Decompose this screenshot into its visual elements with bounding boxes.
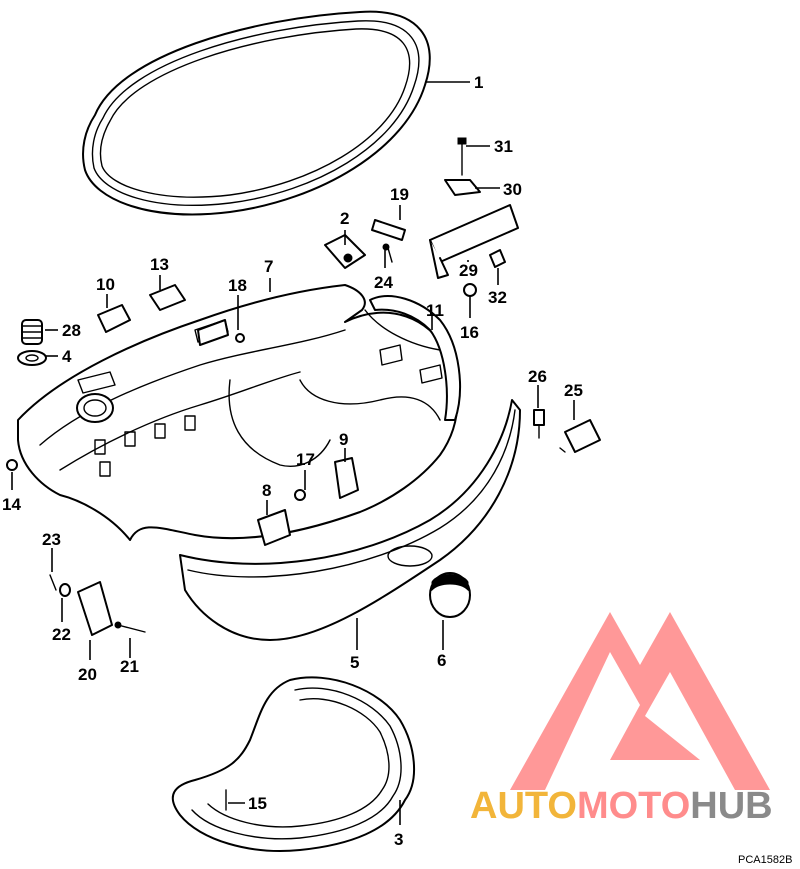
callout-14: 14 bbox=[2, 495, 21, 514]
callout-6: 6 bbox=[437, 651, 446, 670]
callout-31: 31 bbox=[494, 137, 513, 156]
callout-9: 9 bbox=[339, 430, 348, 449]
part-screw-14 bbox=[6, 459, 18, 471]
callout-4: 4 bbox=[62, 347, 72, 366]
watermark-text: AUTOMOTOHUB bbox=[470, 785, 773, 827]
callout-19: 19 bbox=[390, 185, 409, 204]
callout-3: 3 bbox=[394, 830, 403, 849]
watermark-logo bbox=[510, 612, 770, 790]
callout-17: 17 bbox=[296, 450, 315, 469]
watermark-brand-auto: AUTO bbox=[470, 785, 577, 827]
part-hinge-pin bbox=[371, 219, 406, 263]
callout-28: 28 bbox=[62, 321, 81, 340]
part-grommet-washer bbox=[17, 319, 47, 366]
callout-30: 30 bbox=[503, 180, 522, 199]
callout-11: 11 bbox=[426, 301, 444, 320]
part-bottom-cowling bbox=[179, 399, 521, 641]
callout-26: 26 bbox=[528, 367, 547, 386]
watermark-brand-moto: MOTO bbox=[577, 785, 690, 827]
leader-lines bbox=[11, 81, 575, 825]
callout-15: 15 bbox=[248, 794, 267, 813]
callout-13: 13 bbox=[150, 255, 169, 274]
callout-7: 7 bbox=[264, 257, 273, 276]
part-screw-18 bbox=[235, 333, 245, 343]
part-washer-22 bbox=[59, 583, 71, 597]
callout-21: 21 bbox=[120, 657, 139, 676]
part-bracket-plate bbox=[324, 234, 366, 269]
callout-20: 20 bbox=[78, 665, 97, 684]
svg-text:AUTOMOTOHUB: AUTOMOTOHUB bbox=[470, 785, 773, 827]
part-bottom-seal bbox=[171, 676, 416, 852]
callout-16: 16 bbox=[460, 323, 479, 342]
callout-23: 23 bbox=[42, 530, 61, 549]
callout-24: 24 bbox=[374, 273, 393, 292]
reference-code: PCA1582B bbox=[738, 854, 792, 866]
part-fitting-26 bbox=[533, 409, 545, 439]
part-latch-8 bbox=[257, 509, 291, 546]
part-latch-9 bbox=[334, 457, 359, 499]
callout-18: 18 bbox=[228, 276, 247, 295]
callout-32: 32 bbox=[488, 288, 507, 307]
callout-2: 2 bbox=[340, 209, 349, 228]
callout-29: 29 bbox=[459, 261, 478, 280]
callout-8: 8 bbox=[262, 481, 271, 500]
part-bolt-21 bbox=[114, 621, 146, 633]
part-fitting-25 bbox=[559, 419, 601, 453]
part-plug-cap bbox=[429, 572, 471, 618]
part-cover-20 bbox=[77, 581, 113, 636]
callout-10: 10 bbox=[96, 275, 115, 294]
part-grommet-plates bbox=[97, 284, 229, 346]
callout-22: 22 bbox=[52, 625, 71, 644]
callout-25: 25 bbox=[564, 381, 583, 400]
part-rear-frame bbox=[369, 295, 461, 421]
callout-1: 1 bbox=[474, 73, 483, 92]
part-seal-ring bbox=[82, 10, 431, 216]
part-pin-23 bbox=[49, 574, 57, 591]
callout-labels: 1 2 3 4 5 6 7 8 9 10 11 13 14 15 16 17 1… bbox=[2, 73, 583, 849]
watermark-brand-hub: HUB bbox=[690, 785, 772, 827]
part-screw-17 bbox=[294, 489, 306, 501]
callout-5: 5 bbox=[350, 653, 359, 672]
